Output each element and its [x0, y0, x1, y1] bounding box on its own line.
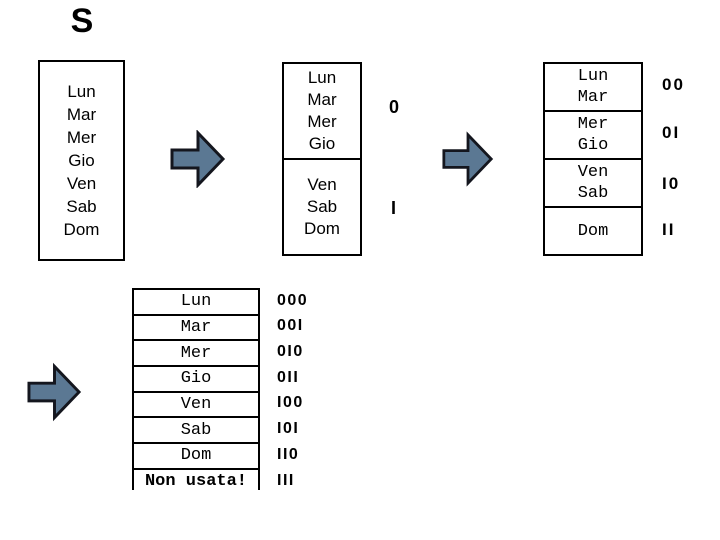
day-label: Gio [577, 136, 609, 155]
day-label: Ven [66, 174, 97, 193]
day-label: Ven [307, 175, 337, 194]
day-label: Gio [180, 369, 212, 389]
right-arrow-icon [442, 131, 494, 187]
bit-code-label-011: 0II [277, 369, 300, 386]
partition-group-0: Lun Mar Mer Gio [284, 64, 360, 160]
day-label: Dom [63, 220, 100, 239]
day-label: Dom [577, 221, 609, 241]
day-label: Lun [180, 292, 212, 312]
table-row: Mar [134, 316, 258, 342]
day-label: Ven [180, 395, 212, 415]
day-label: Mer [577, 115, 609, 134]
day-label: Mer [180, 343, 212, 363]
partition-cell-00: Lun Mar [545, 64, 641, 112]
partition-cell-01: Mer Gio [545, 112, 641, 160]
encoding-table: Lun Mar Mer Gio Ven Sab Dom Non usata! [132, 288, 260, 490]
bit-code-label-100: I00 [277, 394, 304, 411]
bit-code-label-001: 00I [277, 317, 304, 334]
day-label: Sab [66, 197, 97, 216]
day-label: Mer [307, 112, 337, 131]
day-label: Mar [577, 88, 609, 107]
bit-code-label-111: III [277, 472, 295, 489]
partition-group-1: Ven Sab Dom [284, 160, 360, 254]
bit-code-label-000: 000 [277, 292, 309, 309]
day-label: Dom [304, 219, 340, 238]
table-row: Lun [134, 290, 258, 316]
day-label: Mar [307, 90, 337, 109]
day-label: Dom [180, 446, 212, 466]
day-label: Mar [66, 105, 97, 124]
bit-code-label-11: II [662, 220, 676, 239]
unused-label: Non usata! [144, 472, 248, 490]
day-label: Ven [577, 163, 609, 182]
day-label: Gio [308, 134, 336, 153]
two-bit-partition-box: Lun Mar Mer Gio Ven Sab Dom [543, 62, 643, 256]
bit-code-label-1: I [391, 198, 399, 218]
day-label: Sab [577, 184, 609, 203]
table-row: Sab [134, 418, 258, 445]
bit-code-label-0: 0 [389, 97, 402, 117]
set-title: S [70, 2, 94, 40]
table-row: Mer [134, 341, 258, 368]
right-arrow-icon [170, 130, 226, 188]
partition-cell-10: Ven Sab [545, 160, 641, 208]
partition-cell-11: Dom [545, 208, 641, 254]
day-label: Lun [307, 68, 337, 87]
right-arrow-icon [27, 362, 82, 422]
day-label: Mar [180, 318, 212, 338]
table-row-unused: Non usata! [134, 470, 258, 490]
table-row: Ven [134, 393, 258, 419]
bit-code-label-110: II0 [277, 446, 300, 463]
day-label: Sab [180, 420, 212, 440]
one-bit-partition-box: Lun Mar Mer Gio Ven Sab Dom [282, 62, 362, 256]
bit-code-label-101: I0I [277, 420, 300, 437]
table-row: Dom [134, 444, 258, 470]
set-box: Lun Mar Mer Gio Ven Sab Dom [38, 60, 125, 261]
bit-code-label-010: 0I0 [277, 343, 304, 360]
day-label: Lun [67, 82, 96, 101]
bit-code-label-10: I0 [662, 174, 681, 193]
day-label: Mer [66, 128, 97, 147]
day-label: Sab [306, 197, 338, 216]
table-row: Gio [134, 367, 258, 393]
bit-code-label-01: 0I [662, 123, 681, 142]
day-label: Gio [68, 151, 95, 170]
day-label: Lun [577, 67, 609, 86]
bit-code-label-00: 00 [662, 75, 685, 94]
